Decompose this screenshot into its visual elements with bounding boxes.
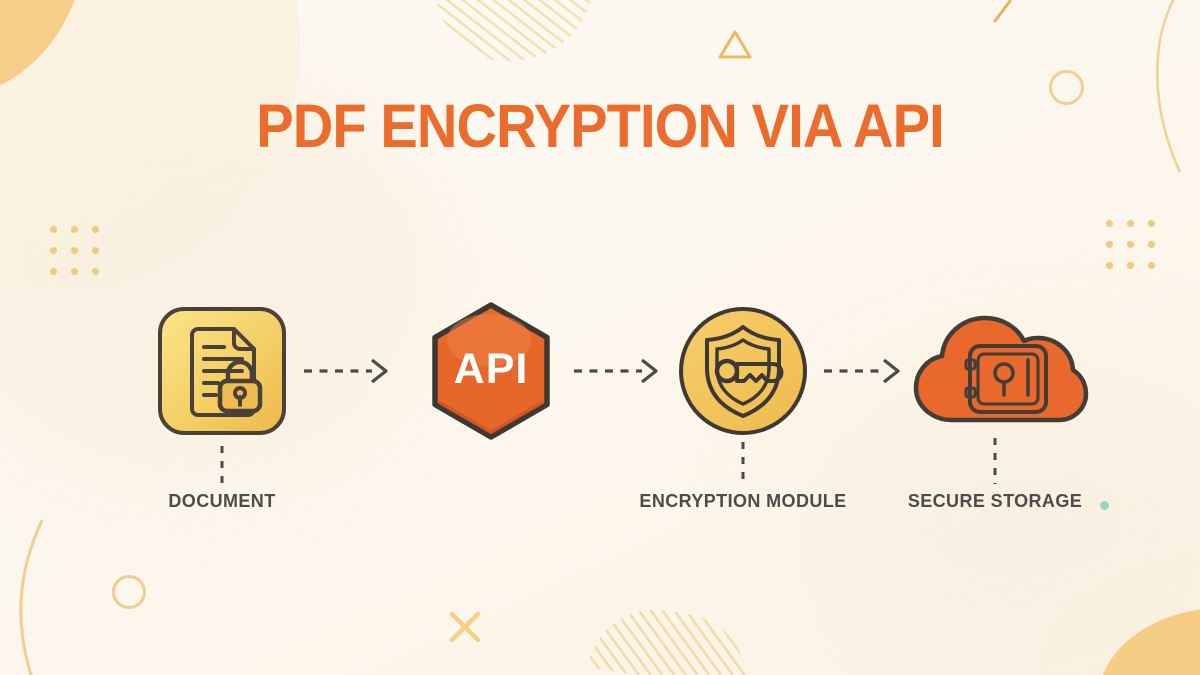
secure-storage-label: SECURE STORAGE — [907, 491, 1083, 511]
shield-key-icon — [705, 325, 784, 418]
curved-line-decoration — [19, 519, 44, 675]
api-node: API — [426, 300, 556, 442]
dot-grid-decoration — [50, 226, 99, 275]
dashed-arrow-icon — [824, 358, 900, 384]
encryption-module-node — [679, 307, 807, 435]
document-label: DOCUMENT — [168, 491, 276, 511]
dashed-arrow-icon — [574, 358, 658, 384]
tick-line-decoration — [993, 0, 1012, 23]
dashed-connector-line — [220, 446, 224, 484]
api-badge-text: API — [453, 344, 529, 393]
dot-grid-decoration — [1106, 220, 1155, 269]
page-title: PDF ENCRYPTION VIA API — [256, 92, 944, 160]
dashed-connector-line — [993, 438, 997, 484]
dashed-connector-line — [741, 442, 745, 484]
circle-outline-decoration — [1049, 70, 1084, 105]
document-node — [158, 307, 286, 435]
document-lock-icon — [190, 327, 263, 417]
cloud-safe-icon — [913, 315, 1089, 423]
curved-line-decoration — [1156, 0, 1182, 173]
circle-outline-decoration — [112, 575, 146, 609]
api-hexagon-icon — [432, 302, 550, 440]
diagonal-hatch-pattern — [587, 599, 757, 675]
teal-dot-decoration — [1100, 501, 1109, 510]
diagonal-hatch-pattern — [435, 0, 603, 70]
triangle-outline-icon — [718, 30, 752, 59]
secure-storage-node — [906, 302, 1090, 438]
dashed-arrow-icon — [304, 358, 388, 384]
encryption-module-label: ENCRYPTION MODULE — [639, 491, 847, 511]
cross-mark-decoration — [449, 611, 481, 643]
